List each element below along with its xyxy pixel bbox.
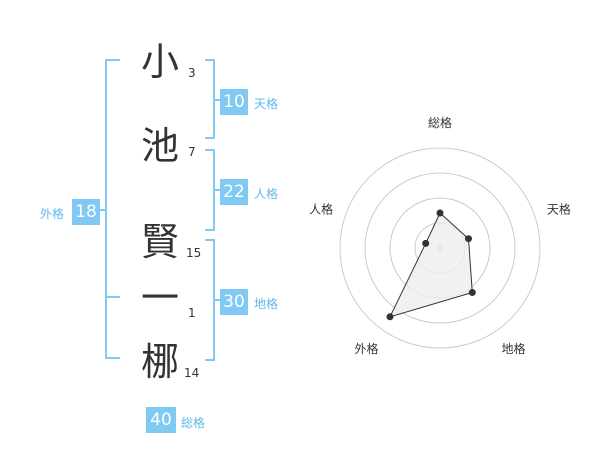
chikaku-label: 地格 [254,297,279,311]
name-char-3: 賢 [140,220,179,264]
radar-point-3 [386,313,394,321]
chikaku-value: 30 [220,289,248,315]
jinkaku-label: 人格 [254,187,279,201]
jinkaku-value: 22 [220,179,248,205]
radar-axis-label-0: 総格 [428,115,452,130]
name-char-4: 一 [140,276,179,320]
radar-point-0 [436,209,444,217]
gaikaku-label: 外格 [40,207,65,221]
stroke-count-2: 7 [188,145,196,159]
radar-point-1 [465,235,472,243]
name-char-1: 小 [140,40,179,84]
jinkaku-bracket [205,149,220,231]
tenkaku-value: 10 [220,89,248,115]
radar-axis-label-3: 外格 [354,341,378,356]
chikaku-bracket [205,239,220,361]
stroke-count-5: 14 [184,366,200,380]
stroke-count-3: 15 [186,246,202,260]
stroke-count-4: 1 [188,306,196,320]
radar-ring-4 [339,147,541,349]
radar-axis-label-2: 地格 [501,341,525,356]
name-char-5: 梛 [140,340,179,384]
tenkaku-bracket [205,59,220,139]
soukaku-value: 40 [146,407,176,433]
tenkaku-label: 天格 [254,97,279,111]
radar-point-2 [468,289,476,296]
gaikaku-value: 18 [72,199,100,225]
radar-ring-3 [364,172,516,324]
radar-axis-label-4: 人格 [309,201,333,216]
soukaku-label: 総格 [181,416,206,430]
name-char-2: 池 [140,124,179,168]
stroke-count-1: 3 [188,66,196,80]
radar-point-4 [422,239,430,247]
radar-axis-label-1: 天格 [547,201,571,216]
radar-polygon [389,212,473,318]
